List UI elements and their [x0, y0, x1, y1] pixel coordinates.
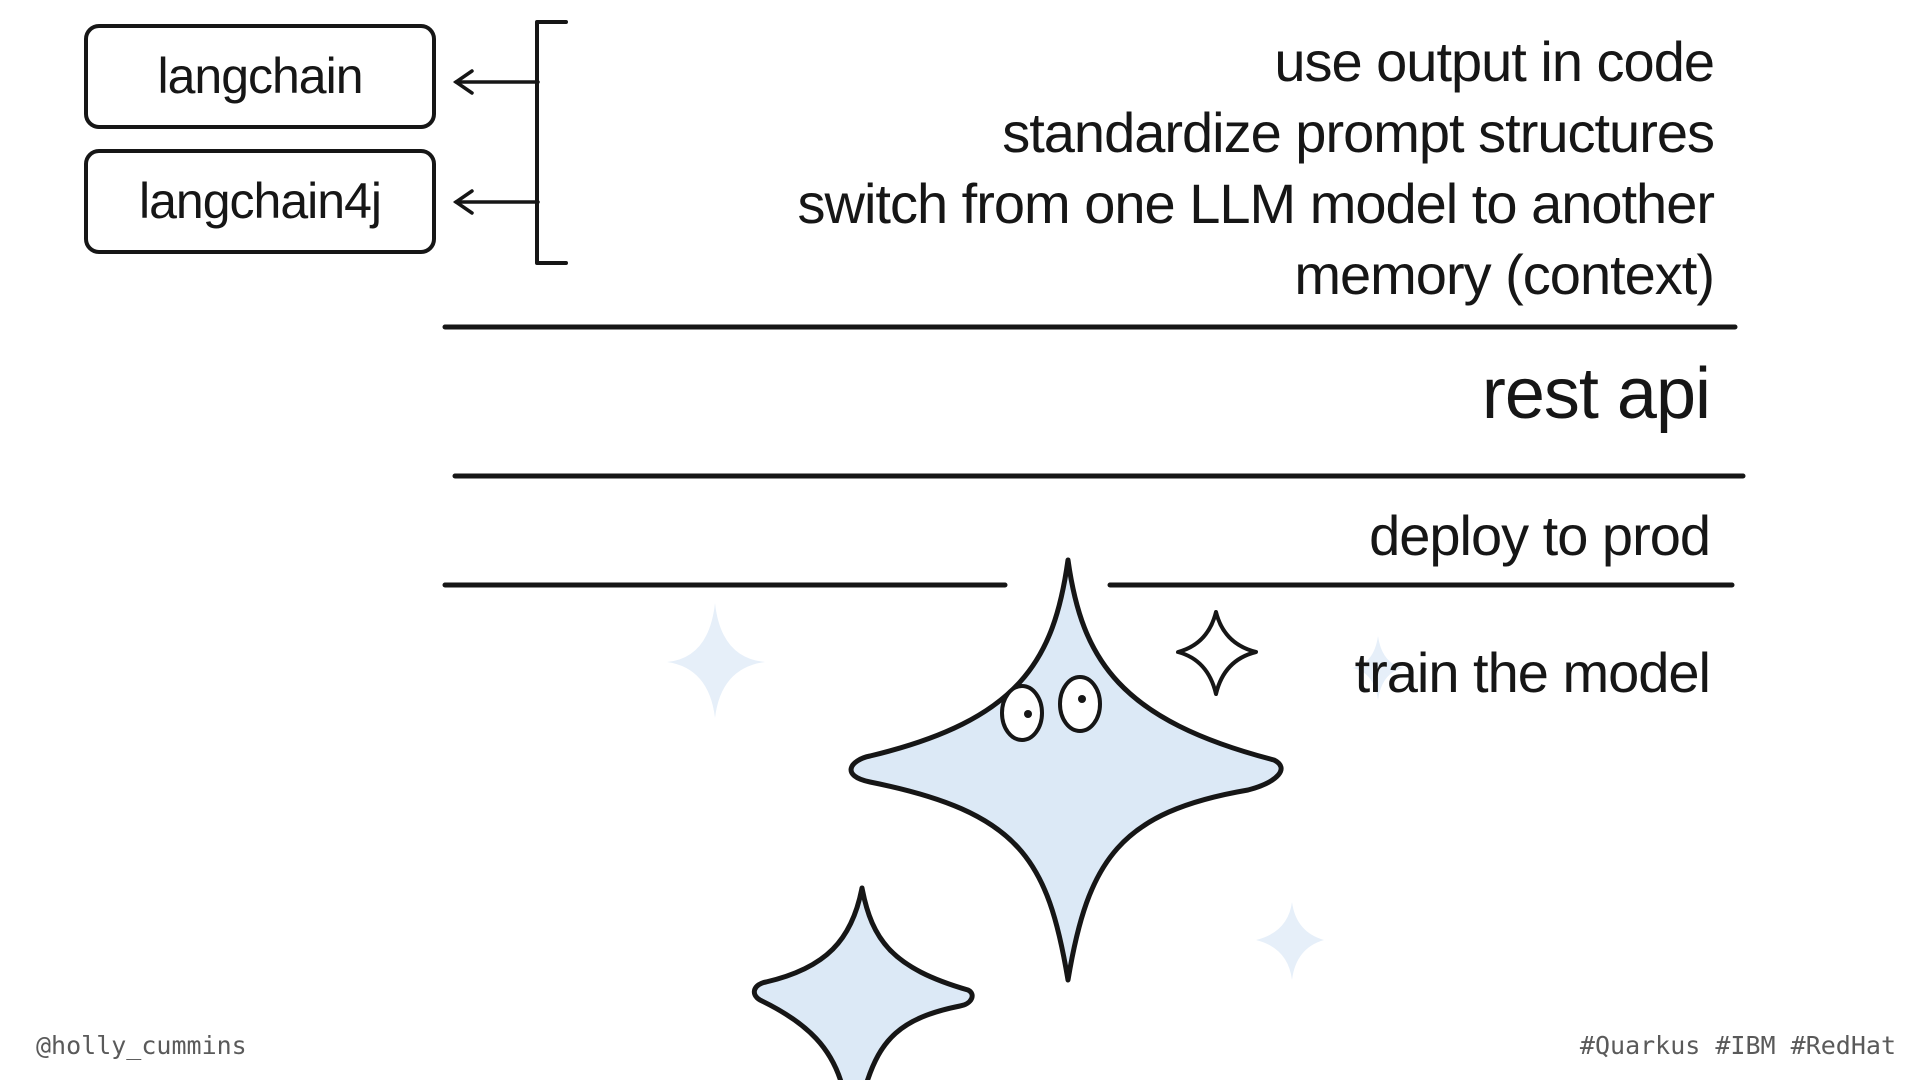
arrow-to-langchain [452, 69, 540, 95]
langchain-box [84, 24, 436, 129]
layer-train-the-model: train the model [1354, 641, 1711, 704]
sparkle-character-icon [848, 557, 1284, 983]
faint-sparkle-left [667, 603, 765, 718]
layer-deploy-to-prod: deploy to prod [1369, 504, 1711, 567]
langchain4j-label: langchain4j [139, 173, 382, 229]
small-sparkle-icon [1176, 610, 1258, 696]
langchain4j-box [84, 149, 436, 254]
concerns-bracket [535, 20, 568, 265]
concern-memory: memory (context) [1294, 243, 1715, 306]
faint-sparkle-middle [1352, 636, 1404, 700]
eye-right-icon [1058, 675, 1102, 733]
langchain-label: langchain [157, 48, 363, 104]
footer-handle: @holly_cummins [36, 1031, 247, 1060]
concern-switch-models: switch from one LLM model to another [797, 172, 1715, 235]
footer-hashtags: #Quarkus #IBM #RedHat [1579, 1031, 1896, 1060]
eye-left-icon [1000, 684, 1044, 742]
concern-standardize-prompts: standardize prompt structures [1002, 101, 1715, 164]
lower-sparkle-icon [751, 885, 975, 1080]
concern-use-output: use output in code [1274, 30, 1715, 93]
layer-rest-api: rest api [1481, 354, 1711, 434]
faint-sparkle-bottom-right [1256, 902, 1324, 980]
arrow-to-langchain4j [452, 189, 540, 215]
